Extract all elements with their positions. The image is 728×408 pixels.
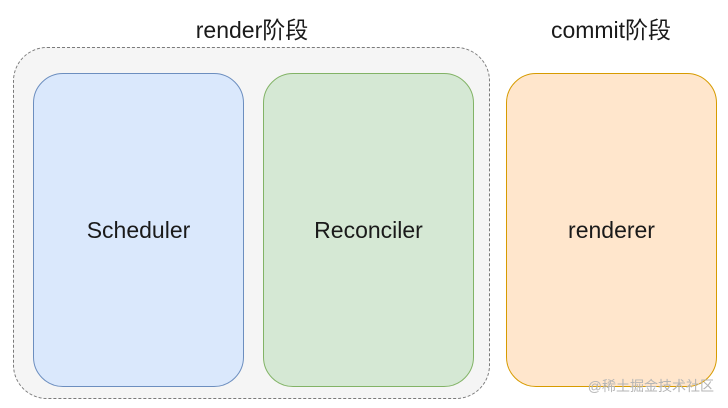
render-phase-title: render阶段: [195, 17, 309, 43]
watermark: @稀土掘金技术社区: [587, 378, 714, 394]
scheduler-label: Scheduler: [86, 216, 191, 243]
renderer-box: renderer: [506, 73, 717, 387]
reconciler-box: Reconciler: [263, 73, 474, 387]
renderer-label: renderer: [568, 216, 655, 243]
commit-phase-title: commit阶段: [550, 17, 672, 43]
scheduler-box: Scheduler: [33, 73, 244, 387]
reconciler-label: Reconciler: [314, 216, 423, 243]
